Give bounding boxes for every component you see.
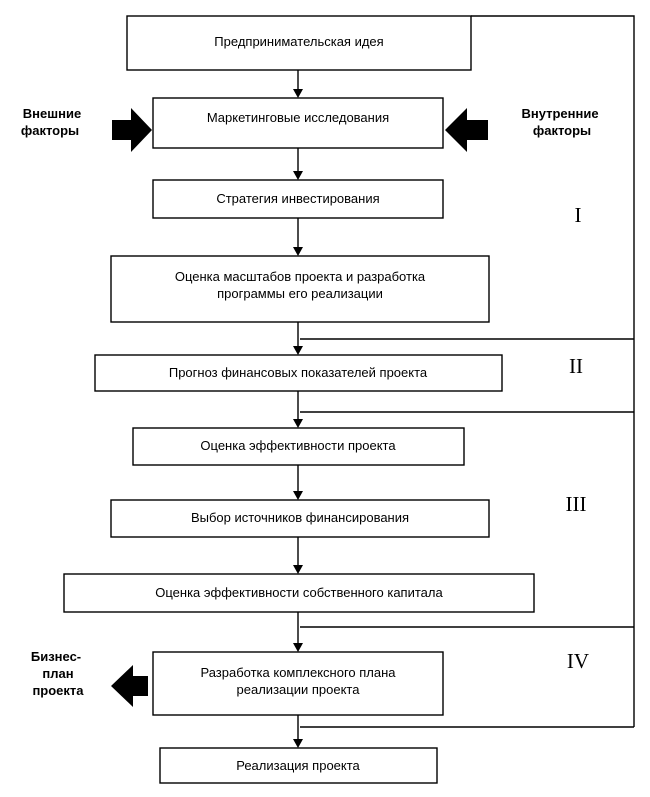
connector-strategy-scale [293, 218, 303, 256]
box-implementation-label: Реализация проекта [236, 758, 360, 773]
connector-forecast-efficiency [293, 391, 303, 428]
box-idea [126, 15, 472, 71]
box-scale-label-line2: программы его реализации [217, 286, 383, 301]
box-plan [152, 651, 444, 716]
box-marketing-label: Маркетинговые исследования [207, 110, 389, 125]
box-sources-label: Выбор источников финансирования [191, 510, 409, 525]
box-scale [110, 255, 490, 323]
box-efficiency [132, 427, 465, 466]
business-plan-arrow-icon [111, 665, 148, 707]
stage-label-3: III [566, 492, 587, 516]
box-forecast [94, 354, 503, 392]
connector-equity-plan [293, 612, 303, 652]
internal-factors-label-line2: факторы [533, 123, 591, 138]
box-plan-label-line2: реализации проекта [237, 682, 361, 697]
box-implementation [159, 747, 438, 784]
business-plan-label-line2: план [42, 666, 73, 681]
box-equity [63, 573, 535, 613]
connector-idea-marketing [293, 70, 303, 98]
business-plan-label-line3: проекта [32, 683, 84, 698]
box-scale-label-line1: Оценка масштабов проекта и разработка [175, 269, 426, 284]
internal-factors-arrow-icon [445, 108, 488, 152]
external-factors-arrow-icon [112, 108, 152, 152]
connector-scale-forecast [293, 322, 303, 355]
stage-label-1: I [575, 203, 582, 227]
external-factors-label-line1: Внешние [23, 106, 81, 121]
external-factors-label-line2: факторы [21, 123, 79, 138]
internal-factors-label-line1: Внутренние [521, 106, 598, 121]
box-idea-label: Предпринимательская идея [214, 34, 383, 49]
business-plan-label-line1: Бизнес- [31, 649, 81, 664]
feedback-line-vertical [471, 15, 635, 727]
connector-marketing-strategy [293, 148, 303, 180]
box-forecast-label: Прогноз финансовых показателей проекта [169, 365, 428, 380]
connector-sources-equity [293, 537, 303, 574]
stage-label-2: II [569, 354, 583, 378]
box-sources [110, 499, 490, 538]
box-strategy-label: Стратегия инвестирования [216, 191, 379, 206]
box-equity-label: Оценка эффективности собственного капита… [155, 585, 443, 600]
box-efficiency-label: Оценка эффективности проекта [200, 438, 396, 453]
box-plan-label-line1: Разработка комплексного плана [200, 665, 396, 680]
connector-plan-implementation [293, 715, 303, 748]
connector-efficiency-sources [293, 465, 303, 500]
stage-label-4: IV [567, 649, 589, 673]
